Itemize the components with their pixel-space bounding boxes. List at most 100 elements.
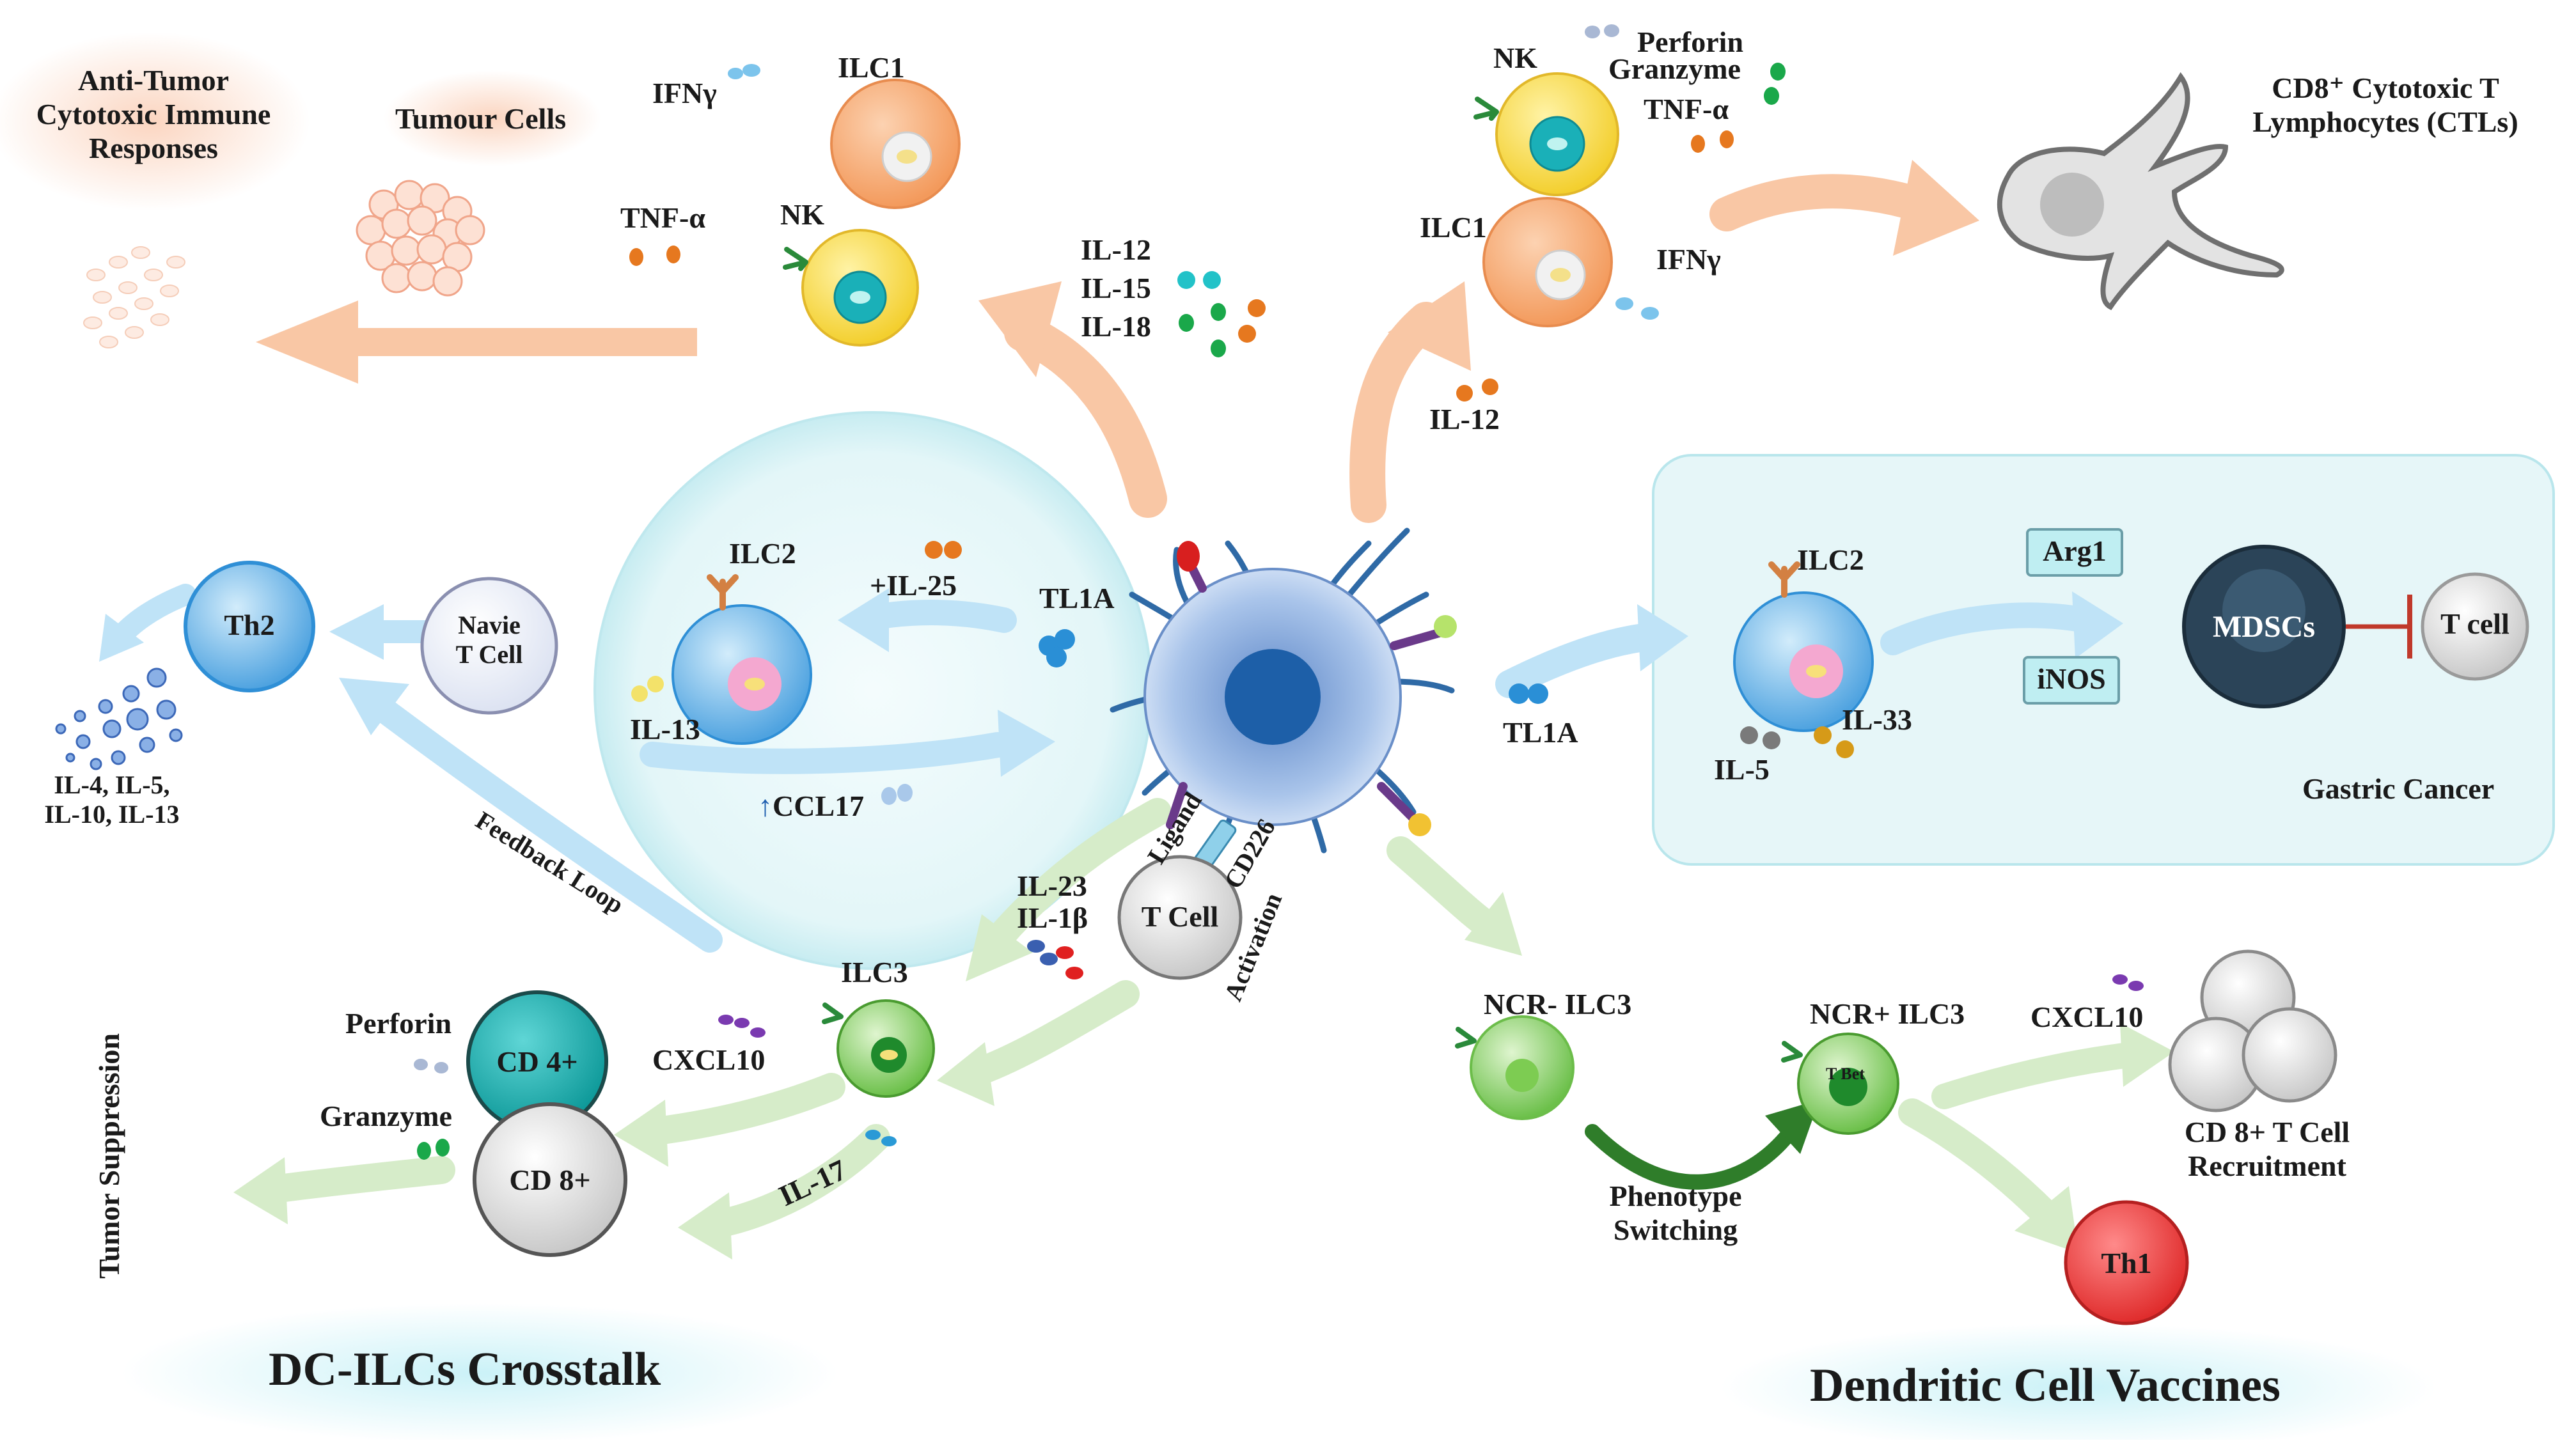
arrow-dc-to-gastric-head xyxy=(1637,604,1688,671)
arrow-ilc2-to-mdsc-head xyxy=(2072,591,2123,659)
arrow-tl1a-to-ilc2-head xyxy=(838,588,889,652)
il18-label: IL-18 xyxy=(1081,310,1151,343)
tnfa-label-left: TNF-α xyxy=(620,201,705,234)
nk-label-right: NK xyxy=(1493,42,1537,74)
ncr-minus-label: NCR- ILC3 xyxy=(1484,988,1632,1020)
inhibition-mark xyxy=(2346,595,2412,659)
ctl-line1: CD8⁺ Cytotoxic T xyxy=(2272,72,2499,104)
il5-label: IL-5 xyxy=(1714,753,1770,786)
th2-cytokines-line1: IL-4, IL-5, xyxy=(54,770,170,799)
cytokine-dots xyxy=(414,24,2144,1160)
il13-label: IL-13 xyxy=(630,713,700,745)
arrow-ilc2-to-mdsc xyxy=(1880,602,2098,655)
arrow-il13-to-dc-head xyxy=(998,710,1055,777)
th2-cell xyxy=(184,561,315,692)
arg1-box xyxy=(2026,528,2123,577)
arrow-to-ctl-head xyxy=(1893,160,1979,256)
inos-label: iNOS xyxy=(2037,662,2106,695)
ccl17-label: ↑CCL17 xyxy=(758,790,864,823)
arrow-dc-to-nk xyxy=(1004,313,1167,518)
th1-cell xyxy=(2064,1200,2189,1325)
arrow-dc-to-ilc3 xyxy=(984,798,1172,954)
phenotype-line2: Switching xyxy=(1613,1213,1738,1246)
ctl-line2: Lymphocytes (CTLs) xyxy=(2252,105,2518,138)
tnfa-label-right: TNF-α xyxy=(1644,93,1729,125)
cd8-recruitment-line1: CD 8+ T Cell xyxy=(2184,1116,2350,1148)
arrow-dc-to-ncr-head xyxy=(1465,892,1522,956)
arrow-dc-to-ncr xyxy=(1386,836,1504,941)
arrow-feedback-loop-head xyxy=(339,678,409,735)
arrow-ncr-to-th1 xyxy=(1898,1098,2061,1229)
ncr-plus-label: NCR+ ILC3 xyxy=(1810,997,1965,1030)
arrow-ilc3-to-cd xyxy=(638,1073,845,1146)
arrow-feedback-loop xyxy=(371,697,723,953)
perforin-label-top: Perforin xyxy=(1637,26,1744,58)
t-cell-center xyxy=(1117,855,1243,980)
naive-t-label: Navie T Cell xyxy=(428,611,550,669)
ilc1-label-right: ILC1 xyxy=(1420,211,1487,244)
th2-cytokines-label: IL-4, IL-5, IL-10, IL-13 xyxy=(26,770,198,829)
ilc2-cell-left xyxy=(671,574,812,745)
il25-label: +IL-25 xyxy=(870,569,957,602)
tumor-suppression-label: Tumor Suppression xyxy=(93,1033,125,1279)
naive-t-line2: T Cell xyxy=(455,640,523,669)
cxcl10-label-right: CXCL10 xyxy=(2030,1001,2144,1033)
tumour-cell-cluster xyxy=(356,180,485,297)
arrow-dc-to-gastric xyxy=(1495,622,1670,698)
naive-t-cell xyxy=(420,577,558,715)
ifng-label-right: IFNγ xyxy=(1656,243,1721,276)
th2-cytokines-line2: IL-10, IL-13 xyxy=(44,800,180,829)
t-cell-gastric xyxy=(2421,572,2529,681)
arrow-ilc3-il17 xyxy=(702,1124,890,1238)
nk-cell-right xyxy=(1473,72,1619,196)
cd8-cell xyxy=(473,1102,627,1257)
ccl17-up-arrow: ↑ xyxy=(758,790,773,822)
arrow-ncr-to-cd8 xyxy=(1931,1042,2142,1109)
tl1a-label-right: TL1A xyxy=(1503,716,1578,749)
tl1a-label-left: TL1A xyxy=(1039,582,1115,614)
ctl-cell xyxy=(1997,72,2284,311)
il15-label: IL-15 xyxy=(1081,272,1151,304)
arrow-to-ctl xyxy=(1709,174,1936,231)
ccl17-text: CCL17 xyxy=(773,790,865,822)
cxcl10-label-left: CXCL10 xyxy=(652,1043,766,1076)
cd8-t-cell-cluster xyxy=(2168,949,2337,1112)
arrow-tcell-to-ilc3 xyxy=(958,980,1140,1088)
ncr-minus-ilc3-cell xyxy=(1455,1015,1575,1120)
arrow-il13-to-dc xyxy=(640,732,1010,774)
ilc3-label: ILC3 xyxy=(841,956,908,988)
arrow-phenotype-switching xyxy=(1585,1124,1798,1190)
anti-tumor-line3: Responses xyxy=(89,131,218,164)
ilc1-label-left: ILC1 xyxy=(838,51,905,84)
th2-cytokine-dots xyxy=(55,667,183,770)
ctl-label: CD8⁺ Cytotoxic T Lymphocytes (CTLs) xyxy=(2219,72,2552,139)
arrow-tl1a-to-ilc2 xyxy=(863,600,1017,633)
mdscs-label: MDSCs xyxy=(2212,610,2315,644)
cd4-label: CD 4+ xyxy=(496,1045,578,1078)
dc-ilcs-glow xyxy=(122,1303,838,1443)
il23-label: IL-23 xyxy=(1017,870,1087,902)
th1-label: Th1 xyxy=(2101,1247,2152,1279)
arrow-ncr-to-cd8-head xyxy=(2120,1023,2174,1087)
anti-tumor-label: Anti-Tumor Cytotoxic Immune Responses xyxy=(13,64,294,166)
ilc3-cell xyxy=(822,999,935,1098)
nk-cell-left xyxy=(783,229,919,347)
arrows xyxy=(99,160,2174,1260)
ilc1-cell-right xyxy=(1482,197,1613,327)
cd8-recruitment-line2: Recruitment xyxy=(2188,1149,2346,1182)
dendritic-cell xyxy=(1110,527,1457,882)
arrow-dc-to-ilc1-head xyxy=(1388,281,1471,371)
t-cell-gastric-label: T cell xyxy=(2440,607,2509,640)
ilc2-label-left: ILC2 xyxy=(729,537,796,570)
il1b-label: IL-1β xyxy=(1017,901,1088,934)
tumour-cells-glow xyxy=(384,70,601,166)
arrow-cd-to-suppression-head xyxy=(233,1157,288,1224)
inos-box xyxy=(2023,656,2120,705)
ilc1-cell-top-left xyxy=(830,79,961,209)
anti-tumor-line2: Cytotoxic Immune xyxy=(36,97,271,130)
ncr-plus-ilc3-cell xyxy=(1781,1033,1899,1135)
granzyme-label-bottom: Granzyme xyxy=(320,1100,452,1132)
tumour-cells-label: Tumour Cells xyxy=(395,102,567,135)
